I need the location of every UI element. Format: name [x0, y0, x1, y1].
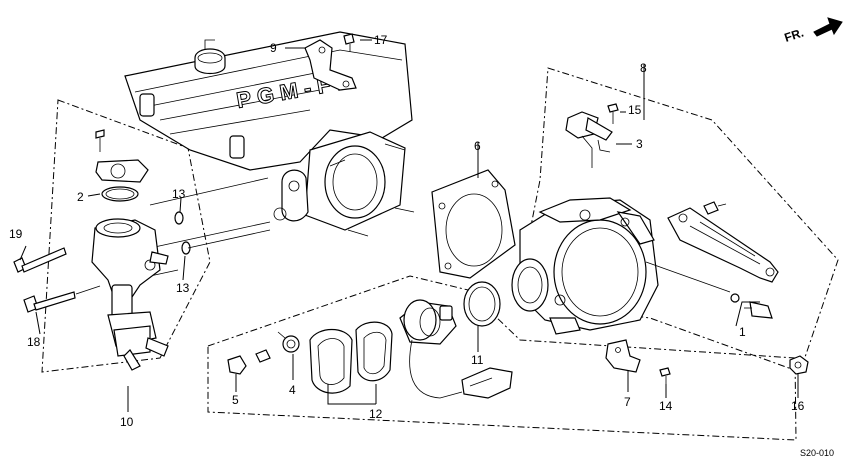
part-label-18: 18	[27, 335, 41, 349]
part-label-4: 4	[289, 383, 296, 397]
part-label-6: 6	[474, 139, 481, 153]
idle-adjust-screw-1	[730, 293, 773, 319]
part-label-13-lower: 13	[176, 281, 190, 295]
part-label-17: 17	[374, 33, 388, 47]
screw-15	[607, 103, 619, 124]
part-label-11: 11	[471, 353, 484, 367]
part-label-5: 5	[232, 393, 239, 407]
diagram-code: S20-010	[800, 448, 834, 458]
part-label-8: 8	[640, 61, 647, 75]
part-label-12: 12	[369, 407, 383, 421]
part-label-7: 7	[624, 395, 631, 409]
part-label-15: 15	[628, 103, 642, 117]
idle-air-control-valve	[399, 299, 513, 399]
group-10-boundary	[41, 99, 211, 373]
group-8-boundary	[519, 67, 839, 373]
intake-manifold: PGM-FI	[124, 31, 415, 237]
leader-manifold-a	[149, 177, 269, 206]
washer-13-upper	[174, 211, 184, 225]
leader-manifold-b	[149, 221, 271, 249]
nut-16	[789, 355, 809, 375]
part-label-3: 3	[636, 137, 643, 151]
part-label-13-upper: 13	[172, 187, 186, 201]
o-ring-11	[463, 281, 501, 327]
bolt-group-8	[703, 201, 727, 215]
part-number-labels: 1 2 3 4 5 6 7 8 9 10 11 12 13 13 14 15 1…	[9, 33, 805, 429]
bolt-17	[343, 33, 355, 52]
throttle-body	[511, 197, 731, 335]
leader-manifold-c	[149, 269, 179, 277]
throttle-cable-bracket	[667, 207, 779, 283]
dashpot-3	[565, 111, 613, 168]
part-label-2: 2	[77, 190, 84, 204]
part-label-9: 9	[270, 41, 277, 55]
bolt-14	[659, 367, 671, 384]
washer-13-lower	[181, 241, 191, 255]
part-label-16: 16	[791, 399, 805, 413]
gasket-12	[309, 321, 393, 394]
bracket-9	[304, 39, 357, 91]
part-label-14: 14	[659, 399, 673, 413]
part-label-19: 19	[9, 227, 23, 241]
front-direction-arrow-icon	[813, 17, 843, 37]
fast-idle-valve-group	[13, 129, 271, 371]
cap-4	[277, 331, 300, 353]
group-boundaries	[41, 67, 839, 441]
cap-5	[227, 349, 271, 375]
front-direction-label: FR.	[783, 26, 806, 45]
front-direction-indicator: FR.	[783, 17, 843, 45]
bracket-7	[605, 339, 641, 373]
part-label-1: 1	[739, 325, 746, 339]
part-label-10: 10	[120, 415, 134, 429]
throttle-body-gasket-6	[431, 169, 516, 279]
leader-lines	[19, 39, 799, 412]
lower-group-boundary	[207, 275, 797, 441]
